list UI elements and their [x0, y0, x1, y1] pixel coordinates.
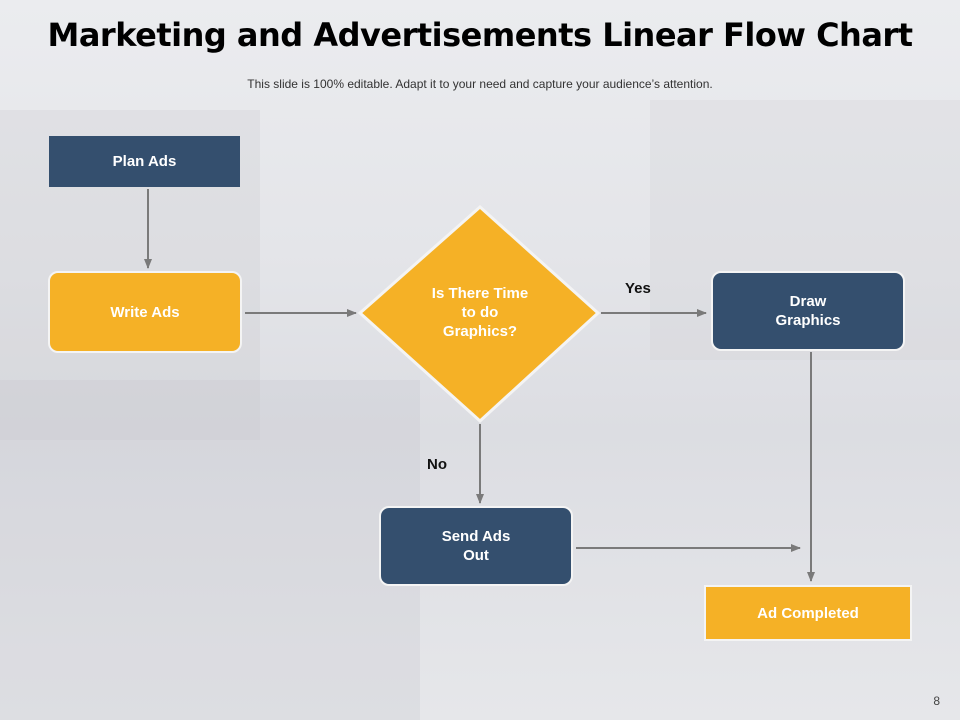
decision-label: Is There Time to do Graphics?: [431, 285, 529, 340]
node-write-ads: Write Ads: [48, 271, 242, 353]
page-number: 8: [933, 694, 940, 708]
node-plan-ads-label: Plan Ads: [112, 153, 177, 170]
node-send-ads-out-label: Send Ads Out: [441, 528, 511, 564]
edge-label-yes: Yes: [625, 280, 651, 297]
page-title: Marketing and Advertisements Linear Flow…: [47, 16, 913, 54]
node-plan-ads: Plan Ads: [49, 136, 240, 187]
page-subtitle: This slide is 100% editable. Adapt it to…: [247, 77, 713, 91]
decision-diamond: [357, 204, 601, 424]
node-write-ads-label: Write Ads: [110, 303, 180, 321]
node-draw-graphics: Draw Graphics: [711, 271, 905, 351]
node-ad-completed: Ad Completed: [704, 585, 912, 641]
node-ad-completed-label: Ad Completed: [757, 604, 859, 622]
background-crowd: [0, 380, 420, 720]
edge-label-no: No: [427, 456, 447, 473]
node-draw-graphics-label: Draw Graphics: [775, 293, 841, 329]
node-send-ads-out: Send Ads Out: [379, 506, 573, 586]
